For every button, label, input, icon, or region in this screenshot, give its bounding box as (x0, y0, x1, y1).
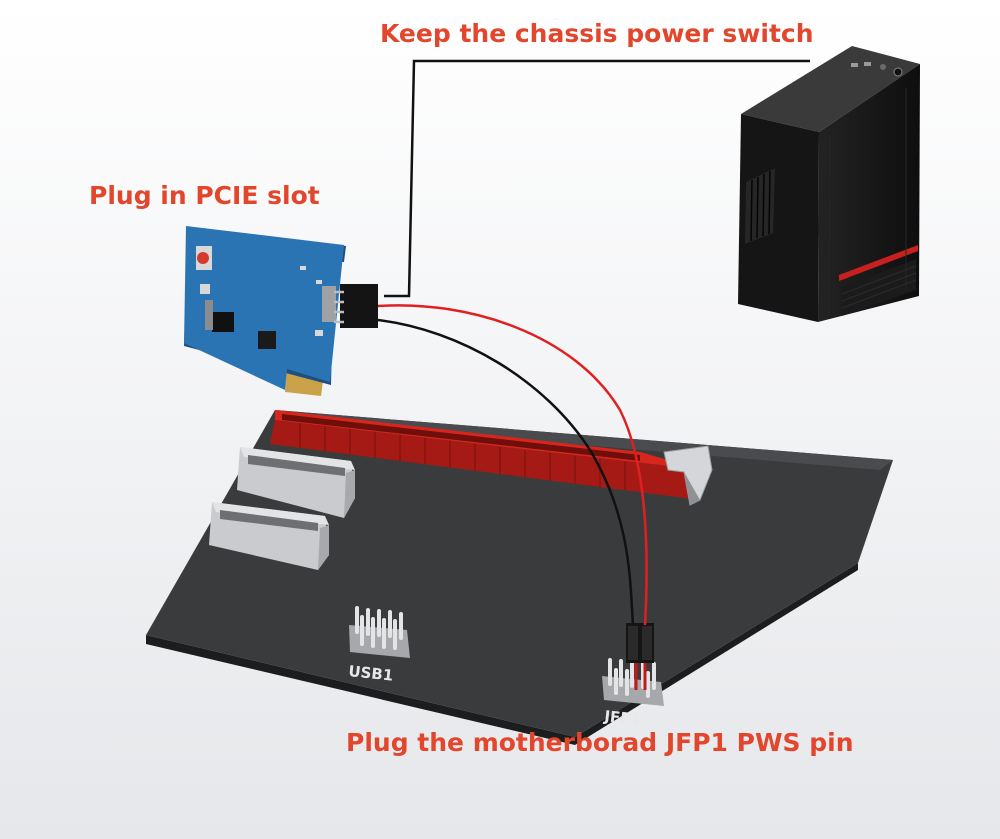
tower-side (738, 114, 819, 322)
jfp1-header (602, 623, 664, 706)
pcie-slot-front (270, 420, 703, 500)
jfp1-label: JFP1 (603, 707, 643, 729)
motherboard-edge (146, 563, 858, 745)
black-wire (377, 318, 635, 626)
pcie-slot (270, 410, 713, 506)
card-pin-header (322, 286, 336, 322)
tower-top-ports (851, 62, 903, 77)
card-component (258, 331, 276, 349)
pc-tower (738, 46, 920, 322)
tower-top (741, 46, 920, 132)
pcie-slot-groove (282, 414, 640, 461)
gray-connector-2 (209, 502, 329, 570)
callout-pcie-slot: Plug in PCIE slot (89, 181, 320, 210)
tower-front-accent (839, 245, 918, 281)
pcie-power-card (184, 226, 378, 396)
callout-chassis-power-switch: Keep the chassis power switch (380, 19, 814, 48)
wires (377, 59, 810, 626)
pcie-slot-latch-shadow (684, 472, 700, 505)
red-wire (377, 304, 648, 626)
card-power-button (197, 252, 209, 264)
pcie-slot-ribs (299, 423, 626, 490)
chassis-switch-wire (384, 59, 810, 298)
card-plugged-connector (340, 284, 378, 328)
usb1-label: USB1 (348, 662, 394, 685)
gray-connector-1 (237, 447, 355, 518)
usb1-header (349, 606, 410, 658)
callout-jfp1-pin: Plug the motherborad JFP1 PWS pin (346, 728, 854, 757)
